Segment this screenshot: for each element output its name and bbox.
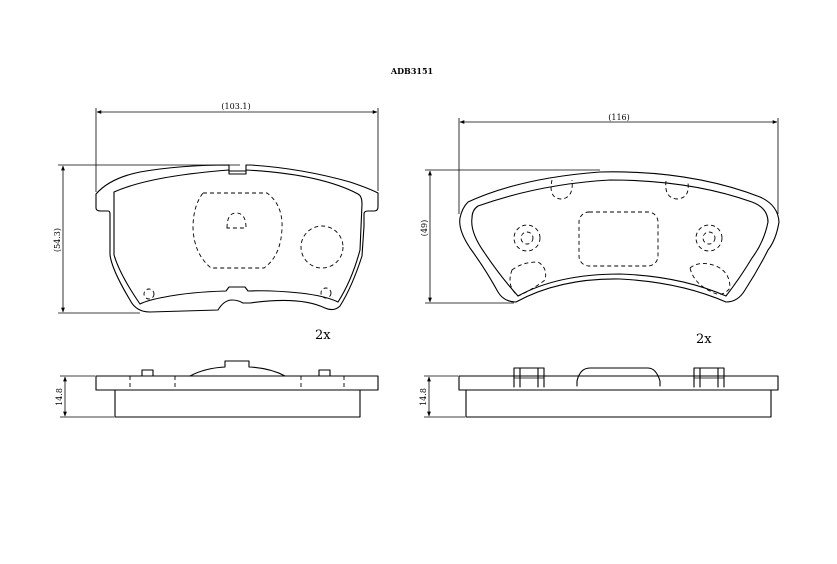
pad-1-backing-plate bbox=[95, 164, 379, 313]
pad-1-side-clip-left bbox=[141, 369, 154, 377]
pad-1-side-friction bbox=[114, 389, 361, 418]
part-number-title: ADB3151 bbox=[390, 66, 433, 76]
pad-2-side-view: 14.8 bbox=[419, 367, 779, 418]
pad-2-front-view: (116) (49) 2x bbox=[420, 113, 780, 347]
pad-1-side-clip-right bbox=[318, 369, 331, 377]
pad-2-pin-left-inner bbox=[520, 231, 534, 245]
pad-2-side-plate bbox=[458, 375, 779, 391]
pad-2-backing-plate bbox=[459, 171, 780, 303]
pad-2-pin-left-outer bbox=[513, 224, 541, 252]
pad-2-center-slot bbox=[578, 211, 659, 267]
pad-2-friction-material bbox=[471, 179, 769, 297]
pad-2-quantity-label: 2x bbox=[696, 332, 712, 347]
pad-2-height-label: (49) bbox=[420, 220, 429, 236]
pad-1-thickness-label: 14.8 bbox=[55, 388, 64, 406]
pad-1-width-label: (103.1) bbox=[221, 102, 250, 111]
pad-2-thickness-label: 14.8 bbox=[419, 388, 428, 406]
pad-1-quantity-label: 2x bbox=[315, 328, 331, 343]
pad-1-side-plate bbox=[95, 375, 379, 391]
pad-1-side-sensor-bump bbox=[189, 360, 286, 377]
pad-2-top-notch-right bbox=[665, 180, 689, 200]
pad-1-front-view: (103.1) (54.3) 2x bbox=[53, 102, 379, 343]
pad-2-width-label: (116) bbox=[608, 113, 630, 122]
pad-2-side-clip-right bbox=[693, 367, 725, 388]
pad-1-wear-indicator-outline bbox=[192, 192, 283, 269]
pad-2-pin-right-outer bbox=[695, 224, 723, 252]
pad-2-side-center-step bbox=[576, 367, 661, 387]
pad-1-side-view: 14.8 bbox=[55, 360, 379, 418]
pad-1-piston-circle bbox=[300, 225, 344, 269]
pad-2-pin-right-inner bbox=[702, 231, 716, 245]
pad-1-sensor-slot bbox=[226, 212, 247, 229]
pad-2-side-clip-left bbox=[513, 367, 545, 388]
pad-1-pin-hole-left bbox=[143, 288, 155, 300]
pad-2-side-friction bbox=[465, 389, 772, 418]
pad-2-lower-pocket-right bbox=[689, 263, 731, 295]
pad-1-pin-hole-right bbox=[320, 287, 332, 299]
pad-2-top-notch-left bbox=[550, 179, 573, 200]
pad-1-friction-material bbox=[113, 169, 363, 305]
pad-1-height-label: (54.3) bbox=[53, 228, 62, 252]
